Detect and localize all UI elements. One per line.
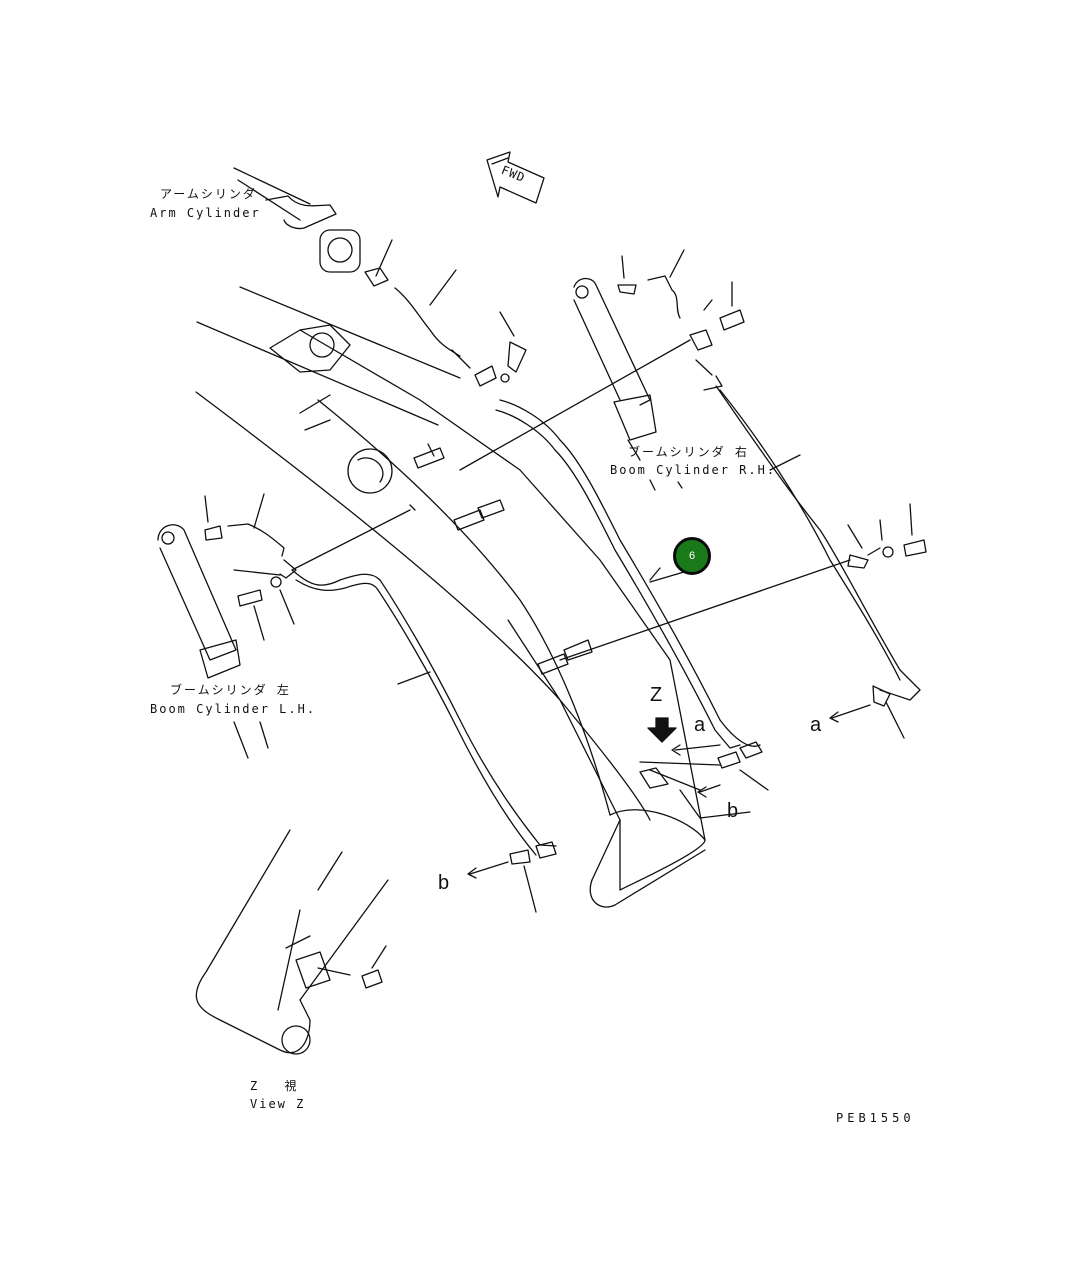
drawing-code: PEB1550 [836, 1111, 915, 1125]
callout-leader [649, 571, 685, 583]
view-z-label-en: View Z [250, 1097, 306, 1111]
part-callout-6[interactable]: 6 [673, 537, 711, 575]
marker-b-bottom: b [438, 872, 450, 894]
boom-cylinder-rh-label-jp: ブームシリンダ 右 [628, 445, 749, 459]
boom-outline [195, 286, 706, 908]
boom-cylinder-lh [157, 493, 557, 913]
boom-middle-pipe [495, 399, 769, 819]
reference-lines [291, 339, 851, 766]
view-z-label-jp: Z 視 [250, 1079, 307, 1093]
arm-cylinder-label-en: Arm Cylinder [150, 206, 261, 220]
arm-cylinder-label-jp: アームシリンダ [160, 187, 257, 201]
boom-clamps [409, 443, 593, 675]
down-arrow-icon [647, 717, 677, 743]
arm-cylinder-fittings [233, 167, 527, 387]
boom-cylinder-lh-label-en: Boom Cylinder L.H. [150, 702, 317, 716]
view-z-marker: Z [650, 684, 663, 706]
boom-cylinder-rh [573, 249, 927, 739]
marker-b-mid: b [727, 800, 739, 822]
marker-a-right: a [810, 714, 822, 736]
marker-a-mid: a [694, 714, 706, 736]
view-z-inset [195, 829, 389, 1055]
direction-arrows [467, 704, 871, 879]
boom-cylinder-rh-label-en: Boom Cylinder R.H. [610, 463, 777, 477]
fwd-arrow-icon [486, 151, 545, 204]
boom-cylinder-lh-label-jp: ブームシリンダ 左 [170, 683, 291, 697]
